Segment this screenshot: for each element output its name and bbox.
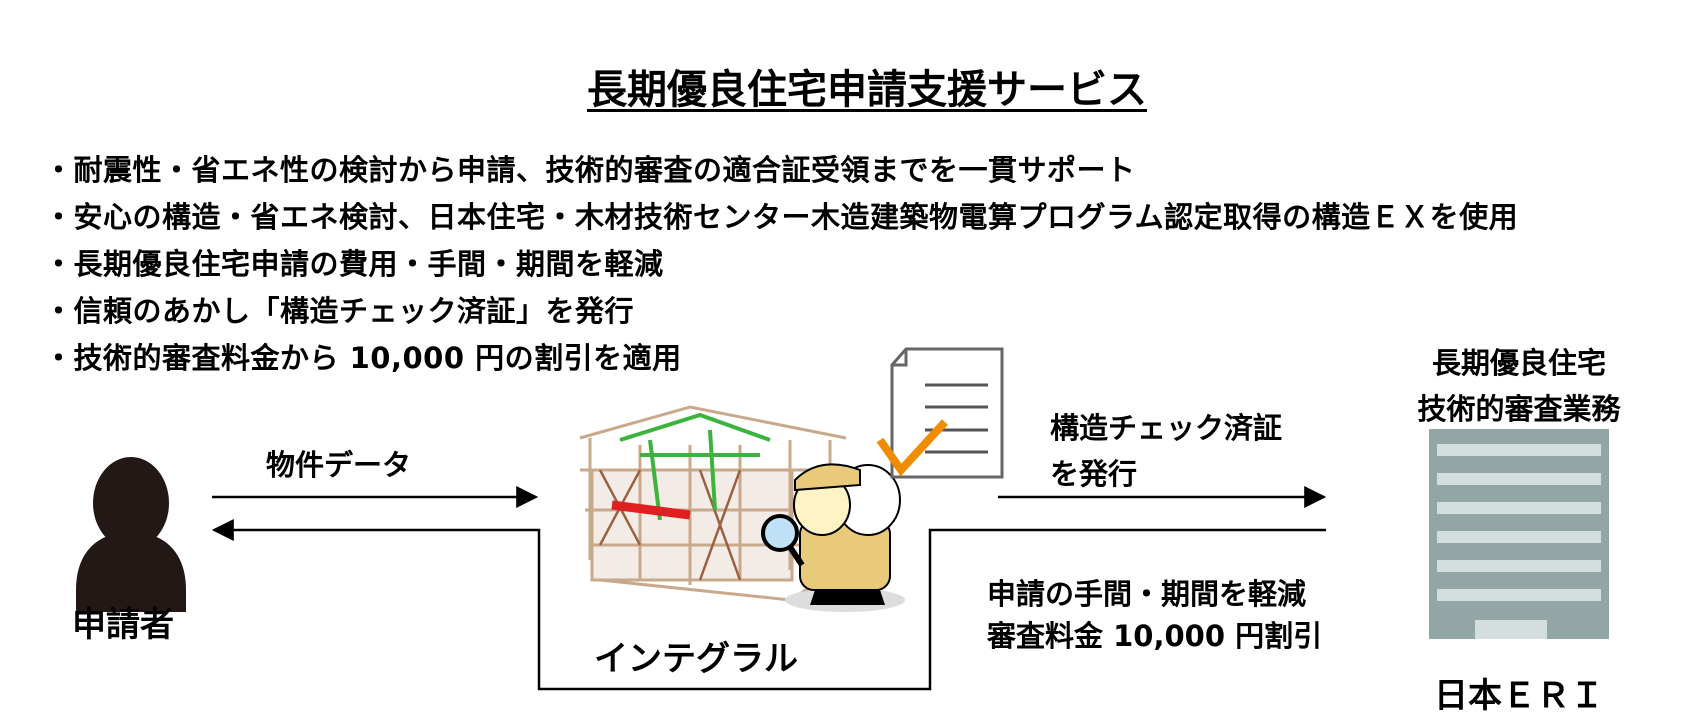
certificate-document-icon	[876, 347, 1004, 479]
benefit-label-1: 申請の手間・期間を軽減	[987, 577, 1307, 611]
checkmark-icon	[876, 419, 948, 477]
inspector-character-illustration	[761, 463, 905, 612]
arrow-integral-to-applicant	[211, 519, 1326, 691]
bullet-item: ・長期優良住宅申請の費用・手間・期間を軽減	[44, 247, 664, 281]
page-title-text: 長期優良住宅申請支援サービス	[587, 67, 1147, 113]
applicant-label: 申請者	[72, 605, 174, 645]
page-title: 長期優良住宅申請支援サービス	[0, 57, 1693, 115]
bullet-item: ・技術的審査料金から 10,000 円の割引を適用	[44, 341, 682, 375]
person-icon	[76, 457, 186, 612]
bullet-item: ・耐震性・省エネ性の検討から申請、技術的審査の適合証受領までを一貫サポート	[44, 153, 1136, 187]
certificate-issue-label-2: を発行	[1050, 457, 1138, 491]
bullet-item: ・信頼のあかし「構造チェック済証」を発行	[44, 294, 635, 328]
office-building-icon	[1429, 429, 1609, 639]
bullet-item: ・安心の構造・省エネ検討、日本住宅・木材技術センター木造建築物電算プログラム認定…	[44, 200, 1519, 234]
benefit-label-2: 審査料金 10,000 円割引	[987, 619, 1323, 653]
eri-caption-2: 技術的審査業務	[1417, 392, 1621, 426]
integral-label: インテグラル	[594, 639, 798, 679]
house-frame-illustration	[579, 405, 847, 602]
property-data-label: 物件データ	[266, 448, 412, 482]
eri-caption-1: 長期優良住宅	[1431, 346, 1606, 380]
eri-label: 日本ＥＲＩ	[1434, 676, 1604, 716]
certificate-issue-label-1: 構造チェック済証	[1050, 411, 1283, 445]
